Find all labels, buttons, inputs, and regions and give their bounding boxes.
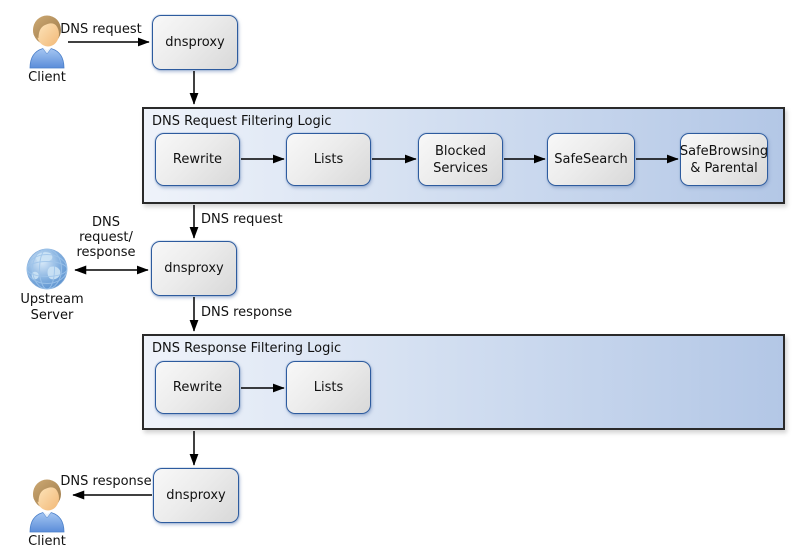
step-blocked-services: Blocked Services	[418, 133, 503, 186]
step-safebrowsing-parental: SafeBrowsing & Parental	[680, 133, 768, 186]
client-icon-bottom	[29, 479, 65, 533]
response-filtering-container: DNS Response Filtering Logic	[142, 334, 785, 430]
label-client-to-proxy: DNS request	[60, 22, 142, 37]
label-proxy-to-filter2: DNS response	[201, 305, 293, 320]
dnsproxy-top-node: dnsproxy	[152, 15, 238, 70]
label-upstream-exchange: DNS request/ response	[76, 215, 136, 260]
client-bottom-label: Client	[28, 534, 66, 549]
response-filtering-title: DNS Response Filtering Logic	[152, 341, 342, 356]
label-proxy-to-client: DNS response	[60, 474, 152, 489]
step-safesearch: SafeSearch	[547, 133, 635, 186]
client-icon	[29, 15, 65, 69]
label-filter-to-proxy: DNS request	[201, 212, 283, 227]
request-filtering-title: DNS Request Filtering Logic	[152, 114, 332, 129]
client-top-label: Client	[28, 70, 66, 85]
globe-icon	[26, 248, 68, 290]
step-rewrite-request: Rewrite	[155, 133, 240, 186]
step-lists-response: Lists	[286, 361, 371, 414]
dnsproxy-mid-node: dnsproxy	[151, 241, 237, 296]
step-lists-request: Lists	[286, 133, 371, 186]
step-rewrite-response: Rewrite	[155, 361, 240, 414]
upstream-server-label: Upstream Server	[20, 292, 84, 323]
dnsproxy-bottom-node: dnsproxy	[153, 468, 239, 523]
